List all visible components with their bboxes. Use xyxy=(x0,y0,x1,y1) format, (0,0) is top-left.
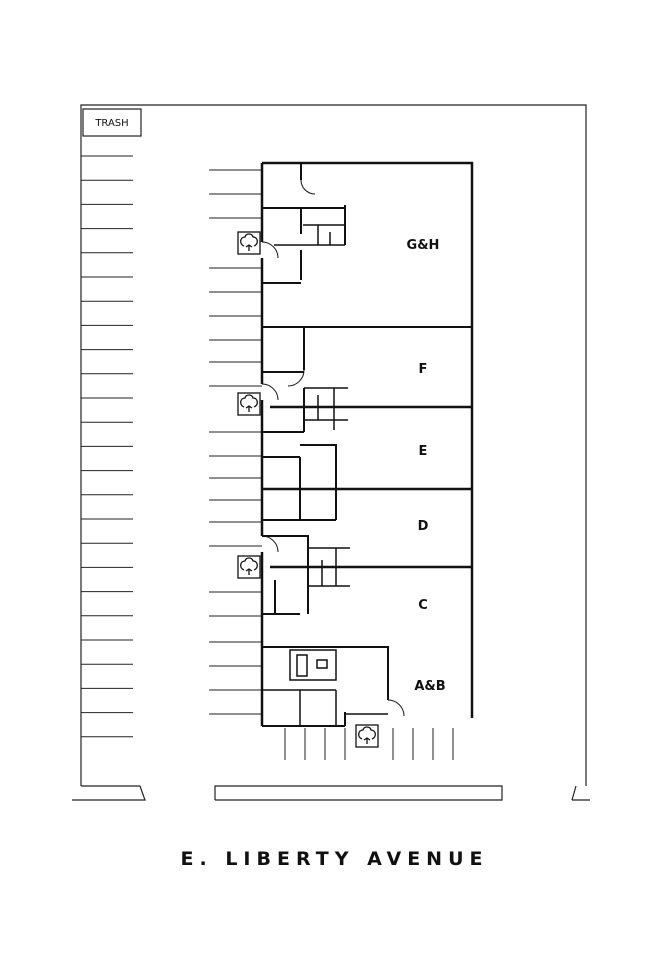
parking-stalls-bottom xyxy=(284,728,454,760)
trash-label: TRASH xyxy=(94,118,128,129)
unit-label-e: E xyxy=(419,444,428,459)
building xyxy=(260,161,474,727)
curb-center xyxy=(214,785,503,801)
unit-label-gh: G&H xyxy=(407,238,440,253)
parking-stalls-building xyxy=(209,169,262,715)
trash-enclosure xyxy=(82,108,142,137)
parking-stalls-left xyxy=(81,155,133,738)
tree-icon xyxy=(355,724,379,748)
unit-label-f: F xyxy=(419,362,428,377)
unit-label-c: C xyxy=(418,598,428,613)
building-outer-wall xyxy=(262,161,474,718)
tree-icon xyxy=(237,392,261,416)
street-name: E. LIBERTY AVENUE xyxy=(180,848,489,870)
unit-label-d: D xyxy=(418,519,429,534)
curb-left xyxy=(72,785,146,801)
wall-c-ab xyxy=(262,646,389,700)
unit-label-ab: A&B xyxy=(414,679,445,694)
tree-icon xyxy=(237,231,261,255)
lot-boundary xyxy=(80,104,587,786)
tree-icon xyxy=(237,555,261,579)
curb-right xyxy=(571,785,590,801)
